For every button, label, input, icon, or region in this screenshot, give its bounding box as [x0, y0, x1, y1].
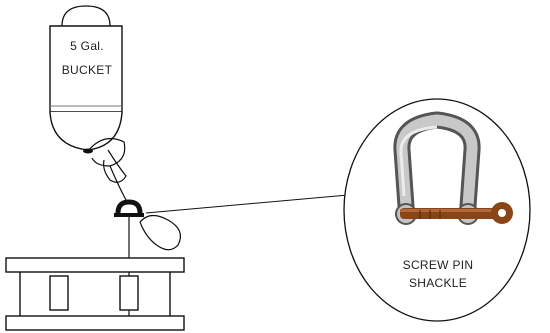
bucket-handle: [61, 5, 111, 27]
screw-pin-shackle-icon: [393, 111, 513, 225]
bucket-label-line2: BUCKET: [61, 63, 113, 77]
rope-loop: [139, 214, 181, 251]
rope-upper: [109, 165, 127, 201]
bucket-knot: [83, 137, 127, 183]
small-shackle-icon: [114, 199, 144, 217]
shackle-label-line1: SCREW PIN: [402, 258, 474, 272]
bucket: [49, 25, 123, 151]
leader-line: [145, 194, 349, 214]
bucket-bottom: [49, 111, 123, 151]
concrete-block: [5, 257, 185, 331]
bucket-label-line1: 5 Gal.: [70, 39, 104, 53]
shackle-label-line2: SHACKLE: [408, 276, 468, 290]
